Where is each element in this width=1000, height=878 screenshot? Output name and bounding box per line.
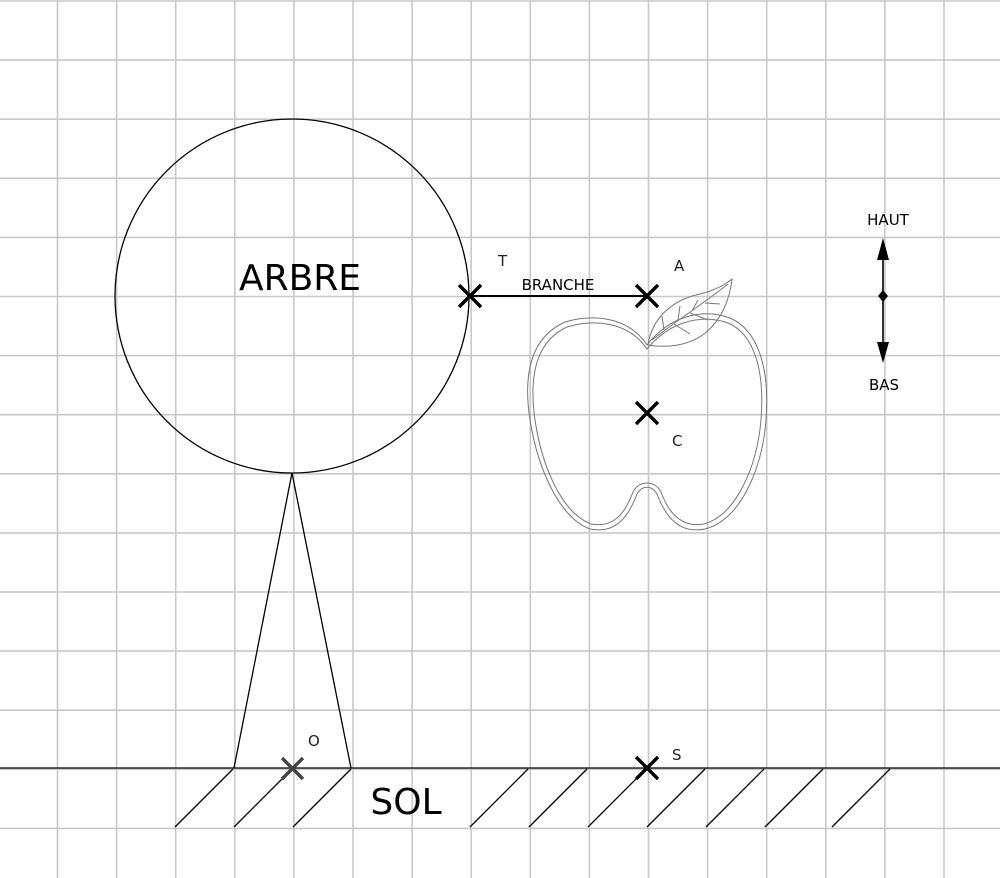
apple-outline-inner xyxy=(532,318,763,526)
marker-S xyxy=(634,755,660,781)
down-label: BAS xyxy=(869,376,899,394)
branch-label: BRANCHE xyxy=(522,276,595,294)
arrow-down-head xyxy=(877,342,889,363)
marker-T xyxy=(457,283,483,309)
hatch-stroke xyxy=(469,768,529,828)
hatch-stroke xyxy=(174,768,234,828)
arrow-up-head xyxy=(877,238,889,260)
up-label: HAUT xyxy=(867,211,910,229)
tree-trunk xyxy=(233,472,352,769)
apple-leaf-vein-1 xyxy=(661,315,665,331)
marker-A xyxy=(634,283,660,309)
hatch-stroke xyxy=(292,768,352,828)
apple-leaf-vein-5 xyxy=(689,312,709,321)
hatch-stroke xyxy=(528,768,588,828)
vertical-direction-arrow xyxy=(877,238,889,363)
arrow-center-diamond xyxy=(878,290,888,302)
marker-C xyxy=(634,400,660,426)
apple xyxy=(527,277,768,531)
apple-outline-outer xyxy=(527,313,768,531)
apple-leaf-vein-3 xyxy=(691,299,699,312)
ground xyxy=(0,767,1000,828)
point-label-O: O xyxy=(308,732,320,750)
hatch-stroke xyxy=(831,768,891,828)
hatch-stroke xyxy=(764,768,824,828)
marker-O xyxy=(280,756,305,781)
point-label-S: S xyxy=(672,746,682,764)
apple-leaf-vein-6 xyxy=(704,302,721,305)
hatch-stroke xyxy=(705,768,765,828)
ground-label: SOL xyxy=(370,782,441,823)
apple-leaf-vein-2 xyxy=(677,305,681,321)
apple-leaf xyxy=(647,277,733,347)
apple-leaf-vein-4 xyxy=(673,323,691,335)
hatch-stroke xyxy=(646,768,706,828)
point-markers xyxy=(280,283,660,781)
point-label-C: C xyxy=(672,432,682,450)
point-label-A: A xyxy=(674,257,685,275)
apple-leaf-vein xyxy=(651,283,729,341)
tree-label: ARBRE xyxy=(239,258,361,299)
point-label-T: T xyxy=(497,252,508,270)
